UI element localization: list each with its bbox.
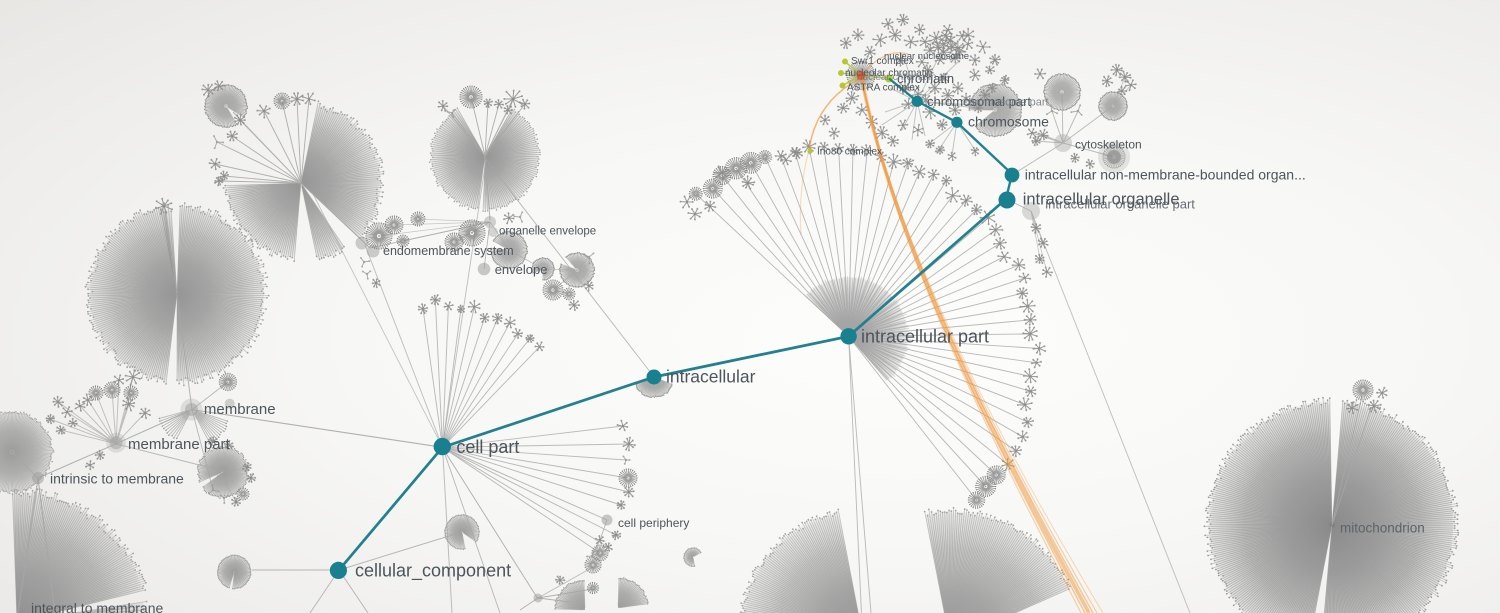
svg-text:membrane part: membrane part [128, 436, 231, 453]
svg-text:intracellular organelle: intracellular organelle [1023, 191, 1180, 209]
svg-text:Ino80 complex: Ino80 complex [817, 147, 882, 158]
svg-text:nuclear nucleosome: nuclear nucleosome [884, 51, 969, 62]
svg-text:chromosome part: chromosome part [963, 97, 1049, 109]
svg-text:nucleolar chromatin: nucleolar chromatin [845, 68, 932, 79]
svg-text:intrinsic to membrane: intrinsic to membrane [50, 471, 184, 487]
svg-text:Swr1 complex: Swr1 complex [851, 56, 914, 67]
svg-text:integral to membrane: integral to membrane [31, 600, 164, 613]
svg-text:mitochondrion: mitochondrion [1340, 521, 1425, 536]
svg-text:intracellular non-membrane-bou: intracellular non-membrane-bounded organ… [1025, 166, 1306, 182]
svg-text:endomembrane system: endomembrane system [383, 244, 514, 258]
svg-text:intracellular part: intracellular part [861, 327, 989, 347]
svg-text:cellular_component: cellular_component [355, 561, 511, 582]
svg-text:organelle envelope: organelle envelope [499, 226, 596, 238]
svg-text:membrane: membrane [204, 401, 276, 418]
svg-text:cell periphery: cell periphery [618, 516, 689, 530]
svg-text:ASTRA complex: ASTRA complex [847, 83, 920, 94]
svg-text:cell part: cell part [456, 437, 519, 457]
svg-text:nuclear chromatin: nuclear chromatin [857, 72, 936, 83]
svg-text:intracellular organelle part: intracellular organelle part [1045, 197, 1195, 212]
svg-text:chromatin: chromatin [897, 71, 954, 86]
svg-text:chromosome: chromosome [968, 113, 1049, 129]
svg-text:cytoskeleton: cytoskeleton [1075, 138, 1142, 152]
svg-text:chromosomal part: chromosomal part [927, 94, 1031, 109]
svg-text:intracellular: intracellular [666, 367, 756, 387]
svg-text:envelope: envelope [495, 262, 548, 277]
